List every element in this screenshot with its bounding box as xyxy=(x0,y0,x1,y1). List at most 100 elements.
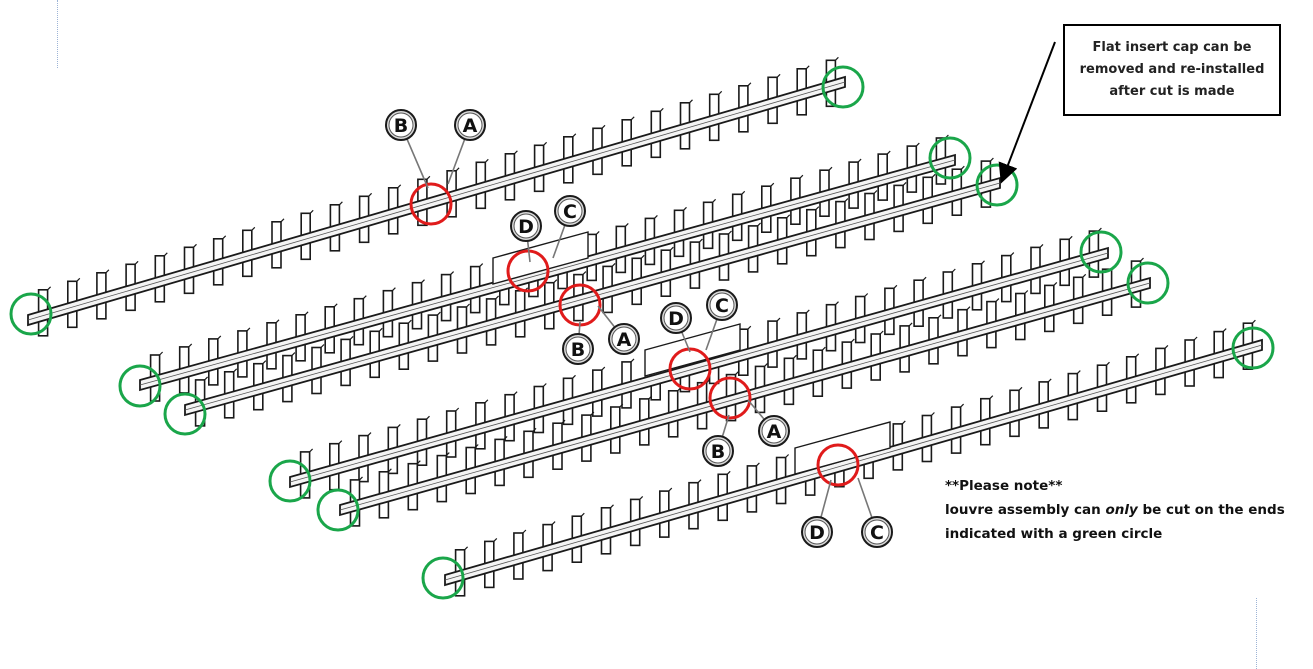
slat-edge xyxy=(532,427,537,432)
slat-edge xyxy=(426,415,430,420)
slat-edge xyxy=(1106,361,1110,366)
slat-edge xyxy=(747,82,752,87)
slat-edge xyxy=(799,174,804,179)
slat-edge xyxy=(624,222,629,227)
slat-edge xyxy=(262,360,267,365)
callout-line-2: removed and re-installed xyxy=(1079,62,1265,77)
slat-edge xyxy=(610,504,614,509)
label-balloon-inner xyxy=(557,198,583,224)
slat-edge xyxy=(1082,273,1087,278)
note-emphasis: only xyxy=(1105,502,1138,518)
slat-edge xyxy=(304,311,309,316)
green-cut-circle xyxy=(163,392,207,436)
slat-edge xyxy=(864,293,869,297)
slat-edge xyxy=(561,419,566,424)
right-margin-line xyxy=(1256,598,1257,669)
green-cut-circle xyxy=(1231,326,1275,370)
slat-edge xyxy=(1047,378,1052,383)
note-line-1b: be cut on the ends xyxy=(1137,502,1285,518)
slat-edge xyxy=(543,141,548,146)
slat-edge xyxy=(1135,353,1140,358)
left-margin-line xyxy=(57,0,58,68)
slat-edge xyxy=(922,276,927,281)
slat-edge xyxy=(931,173,936,178)
slat-edge xyxy=(367,432,372,437)
slat-edge xyxy=(368,192,373,197)
slat-edge xyxy=(1140,257,1144,262)
slat-edge xyxy=(416,460,421,465)
slat-edge xyxy=(835,301,839,306)
label-balloon-inner xyxy=(565,336,591,362)
slat-edge xyxy=(391,287,396,292)
slat-edge xyxy=(1024,290,1029,294)
note-line-1: louvre assembly can only be cut on the e… xyxy=(945,498,1285,522)
slat-edge xyxy=(601,124,606,129)
slat-edge xyxy=(333,303,338,308)
green-cut-circle xyxy=(268,459,312,503)
slat-edge xyxy=(397,184,402,189)
label-balloon-inner xyxy=(457,112,483,138)
rail-centerline xyxy=(339,282,1151,511)
slat-edge xyxy=(712,198,717,203)
slat-edge xyxy=(387,468,392,473)
slat-edge xyxy=(706,379,711,384)
label-balloon-inner xyxy=(611,326,637,352)
slat-edge xyxy=(792,354,797,359)
green-cut-circle xyxy=(821,65,865,109)
slat-edge xyxy=(908,322,913,327)
slat-edge xyxy=(455,407,460,412)
rail-centerline xyxy=(184,182,1001,411)
slat-edge xyxy=(134,260,139,265)
slat-edge xyxy=(989,395,994,400)
slat-edge xyxy=(764,362,768,367)
label-letter-a: A xyxy=(767,421,782,443)
slat-edge xyxy=(995,298,1000,303)
slat-edge xyxy=(291,352,296,357)
slat-edge xyxy=(1053,281,1058,286)
slat-edge xyxy=(966,306,971,311)
slat-edge xyxy=(572,133,577,138)
label-balloon-inner xyxy=(663,305,689,331)
slat-edge xyxy=(1097,227,1102,232)
rail-centerline xyxy=(27,81,846,321)
slat-edge xyxy=(659,107,664,112)
slat-edge xyxy=(1251,319,1256,324)
label-letter-d: D xyxy=(668,308,684,330)
slat-edge xyxy=(960,403,965,408)
slat-edge xyxy=(937,314,942,319)
slat-edge xyxy=(188,343,193,348)
slat-edge xyxy=(436,311,441,316)
slat-edge xyxy=(233,368,238,373)
label-letter-a: A xyxy=(463,115,478,137)
slat-edge xyxy=(677,387,682,392)
slat-edge xyxy=(639,495,644,500)
slat-edge xyxy=(217,335,222,340)
rail-4 xyxy=(289,227,1109,499)
slat-edge xyxy=(551,521,556,526)
green-cut-circle xyxy=(928,136,972,180)
slat-edge xyxy=(1039,243,1044,248)
red-joint-circle xyxy=(708,376,752,420)
slat-edge xyxy=(689,99,693,104)
slat-edge xyxy=(513,150,518,155)
slat-edge xyxy=(362,295,367,300)
label-balloon-inner xyxy=(705,438,731,464)
label-balloon-inner xyxy=(864,519,890,545)
slat-edge xyxy=(466,303,470,308)
slat-edge xyxy=(582,271,587,276)
slat-edge xyxy=(455,167,460,172)
slat-edge xyxy=(590,411,595,416)
slat-edge xyxy=(902,181,907,186)
slat-edge xyxy=(697,479,702,484)
slat-edge xyxy=(407,319,412,324)
slat-edge xyxy=(698,238,703,243)
label-letter-b: B xyxy=(711,441,725,463)
slat-edge xyxy=(159,351,164,356)
slat-edge xyxy=(503,435,508,440)
label-letter-c: C xyxy=(870,522,884,544)
slat-edge xyxy=(828,166,833,171)
callout-arrow xyxy=(998,41,1056,184)
rail-centerline xyxy=(289,252,1109,483)
slat-edge xyxy=(320,344,325,348)
cut-note: **Please note** louvre assembly can only… xyxy=(945,474,1285,546)
